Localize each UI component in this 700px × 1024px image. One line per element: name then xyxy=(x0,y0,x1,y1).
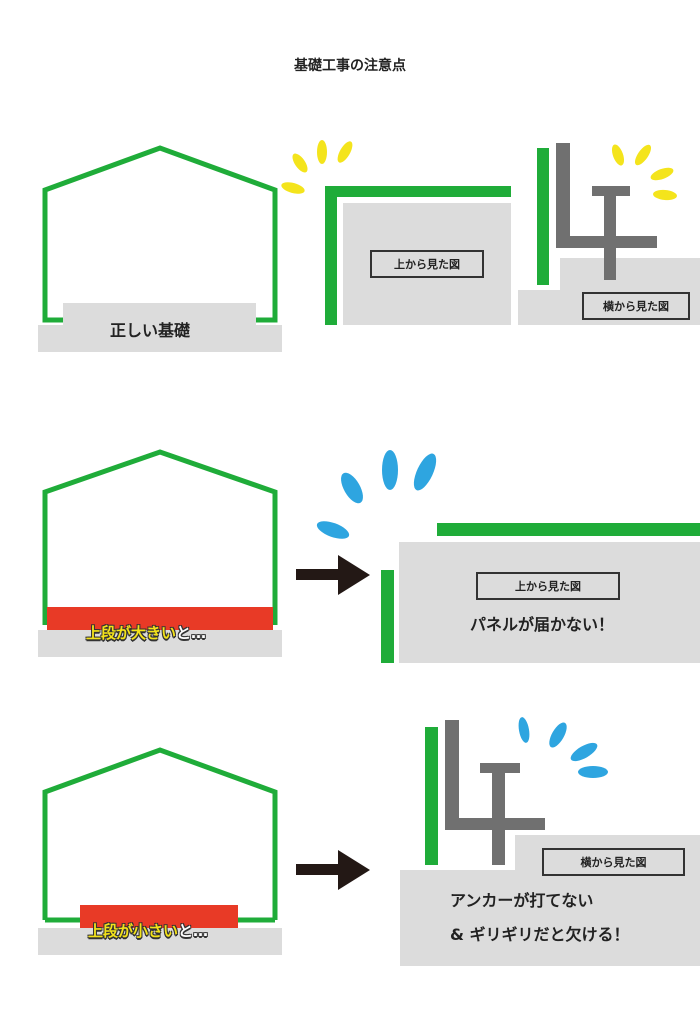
correct-foundation-label: 正しい基礎 xyxy=(110,321,191,340)
panel-vertical xyxy=(325,186,337,325)
foundation-base xyxy=(38,928,282,955)
panel-horizontal xyxy=(325,186,511,197)
anchor-warning-line1: アンカーが打てない xyxy=(450,891,594,910)
house-outline xyxy=(42,145,278,323)
side-view-label: 横から見た図 xyxy=(542,848,685,876)
surprise-drops-yellow xyxy=(611,144,677,201)
sweat-drops-blue xyxy=(518,717,608,778)
caption-tail: と… xyxy=(176,624,207,642)
panel-warning-message: パネルが届かない！ xyxy=(470,615,615,634)
anchor-warning-line2: & ギリギリだと欠ける！ xyxy=(450,925,630,944)
surprise-drops-yellow xyxy=(281,140,353,194)
side-view-label: 横から見た図 xyxy=(582,292,690,320)
side-panel xyxy=(425,727,438,865)
oversized-upper-foundation xyxy=(47,607,273,630)
caption-tail: と… xyxy=(178,922,209,940)
caption-main: 上段が大きい xyxy=(86,624,177,642)
house-outline xyxy=(42,449,278,625)
undersized-upper-foundation xyxy=(80,905,238,928)
foundation-base xyxy=(38,325,282,352)
top-view-foundation xyxy=(399,542,700,663)
arrow-icon xyxy=(296,555,370,595)
foundation-base xyxy=(38,630,282,657)
caption-too-small: 上段が小さいと… xyxy=(88,920,208,941)
page-title: 基礎工事の注意点 xyxy=(294,58,406,74)
caption-too-large: 上段が大きいと… xyxy=(86,622,206,643)
top-view-label: 上から見た図 xyxy=(476,572,620,600)
side-view-lower xyxy=(400,870,700,966)
sweat-drops-blue xyxy=(316,450,437,539)
side-view-upper xyxy=(515,835,700,872)
foundation-upper xyxy=(63,303,256,327)
anchor xyxy=(556,143,657,280)
top-view-label: 上から見た図 xyxy=(370,250,484,278)
panel-vertical xyxy=(381,570,394,663)
panel-horizontal xyxy=(437,523,700,536)
caption-main: 上段が小さい xyxy=(88,922,179,940)
anchor xyxy=(445,720,545,865)
side-panel xyxy=(537,148,549,285)
side-view-upper xyxy=(560,258,700,292)
house-outline xyxy=(42,747,278,920)
arrow-icon xyxy=(296,850,370,890)
